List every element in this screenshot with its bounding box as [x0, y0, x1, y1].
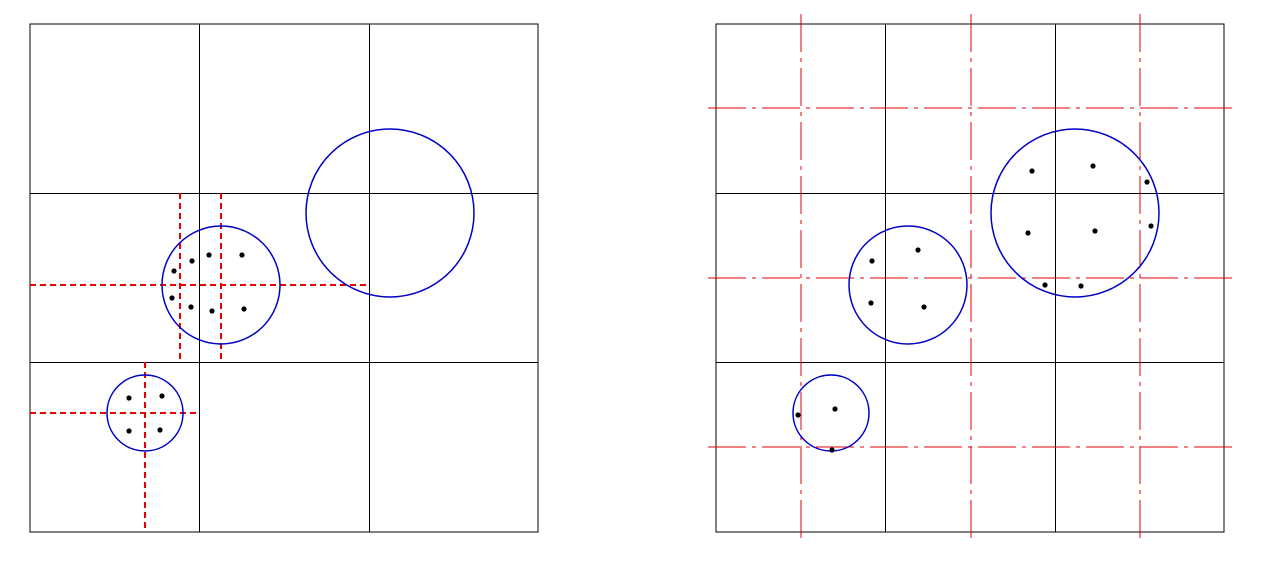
left-circle-large — [305, 128, 475, 298]
left-point — [206, 252, 212, 258]
left-point — [159, 393, 165, 399]
right-point — [1148, 223, 1154, 229]
left-point — [241, 306, 247, 312]
right-point — [832, 406, 838, 412]
right-circle-large — [990, 128, 1160, 298]
left-point — [157, 427, 163, 433]
right-point — [829, 447, 835, 453]
left-circle-small — [106, 374, 184, 452]
right-panel — [708, 14, 1232, 540]
left-grid — [30, 24, 538, 532]
left-point — [209, 308, 215, 314]
right-point — [1144, 179, 1150, 185]
left-panel — [29, 23, 539, 533]
left-circle-medium — [161, 225, 281, 345]
left-point — [126, 428, 132, 434]
right-partition-lines — [708, 14, 1232, 540]
right-point — [795, 412, 801, 418]
right-point — [1029, 168, 1035, 174]
right-points — [795, 163, 1154, 453]
left-points — [126, 252, 247, 434]
left-point — [171, 268, 177, 274]
right-circles — [792, 128, 1160, 452]
left-panel-frame — [29, 23, 539, 533]
left-point — [239, 252, 245, 258]
left-point — [169, 295, 175, 301]
right-point — [869, 258, 875, 264]
left-circles — [106, 128, 475, 452]
right-point — [915, 247, 921, 253]
right-circle-medium — [848, 225, 968, 345]
left-point — [126, 395, 132, 401]
right-point — [921, 304, 927, 310]
left-point — [189, 258, 195, 264]
left-point — [188, 304, 194, 310]
right-point — [1092, 228, 1098, 234]
right-point — [1078, 283, 1084, 289]
right-point — [1090, 163, 1096, 169]
right-point — [868, 300, 874, 306]
left-partition-lines — [30, 193, 369, 532]
right-point — [1042, 282, 1048, 288]
right-point — [1025, 230, 1031, 236]
right-circle-small — [792, 374, 870, 452]
